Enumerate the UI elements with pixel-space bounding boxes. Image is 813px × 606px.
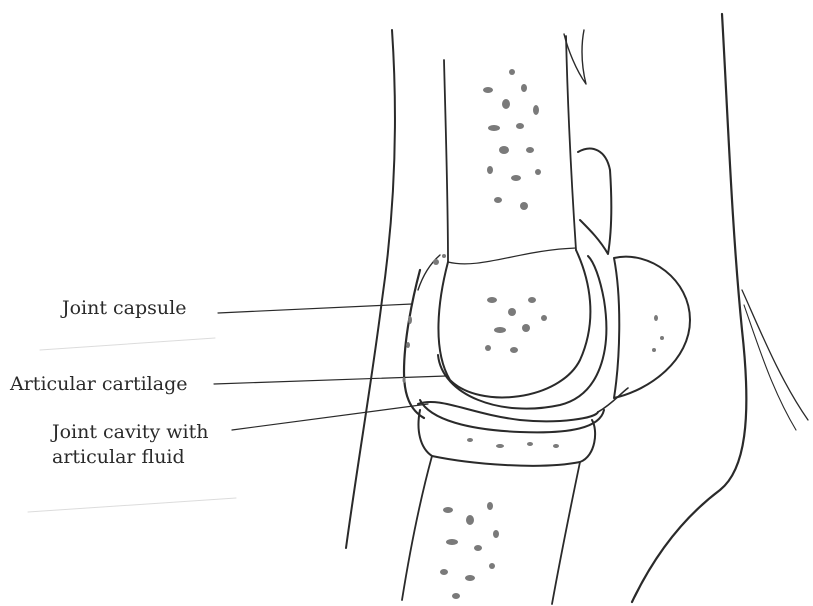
label-joint-cavity: Joint cavity with articular fluid [52, 420, 208, 470]
extensor-tendon [578, 149, 611, 254]
leader-joint-cavity [232, 404, 428, 430]
label-articular-cartilage: Articular cartilage [10, 372, 188, 397]
tendon-lines [742, 290, 808, 420]
articular-cartilage [438, 256, 606, 409]
leader-articular-cartilage [214, 376, 446, 384]
leader-joint-capsule [218, 304, 412, 313]
label-joint-capsule: Joint capsule [62, 296, 186, 321]
bone-marrow-texture [403, 69, 665, 599]
sesamoid-bone [614, 257, 690, 398]
upper-bone-right-edge [566, 36, 576, 250]
label-joint-cavity-line1: Joint cavity with [52, 420, 208, 445]
upper-bone-left-edge [444, 60, 448, 262]
growth-plate-line [448, 248, 576, 264]
skin-outline-left [346, 30, 395, 548]
label-joint-cavity-line2: articular fluid [52, 445, 208, 470]
lower-bone-left-edge [402, 456, 432, 600]
upper-bone-head [438, 250, 590, 397]
lower-bone-right-edge [552, 462, 580, 604]
